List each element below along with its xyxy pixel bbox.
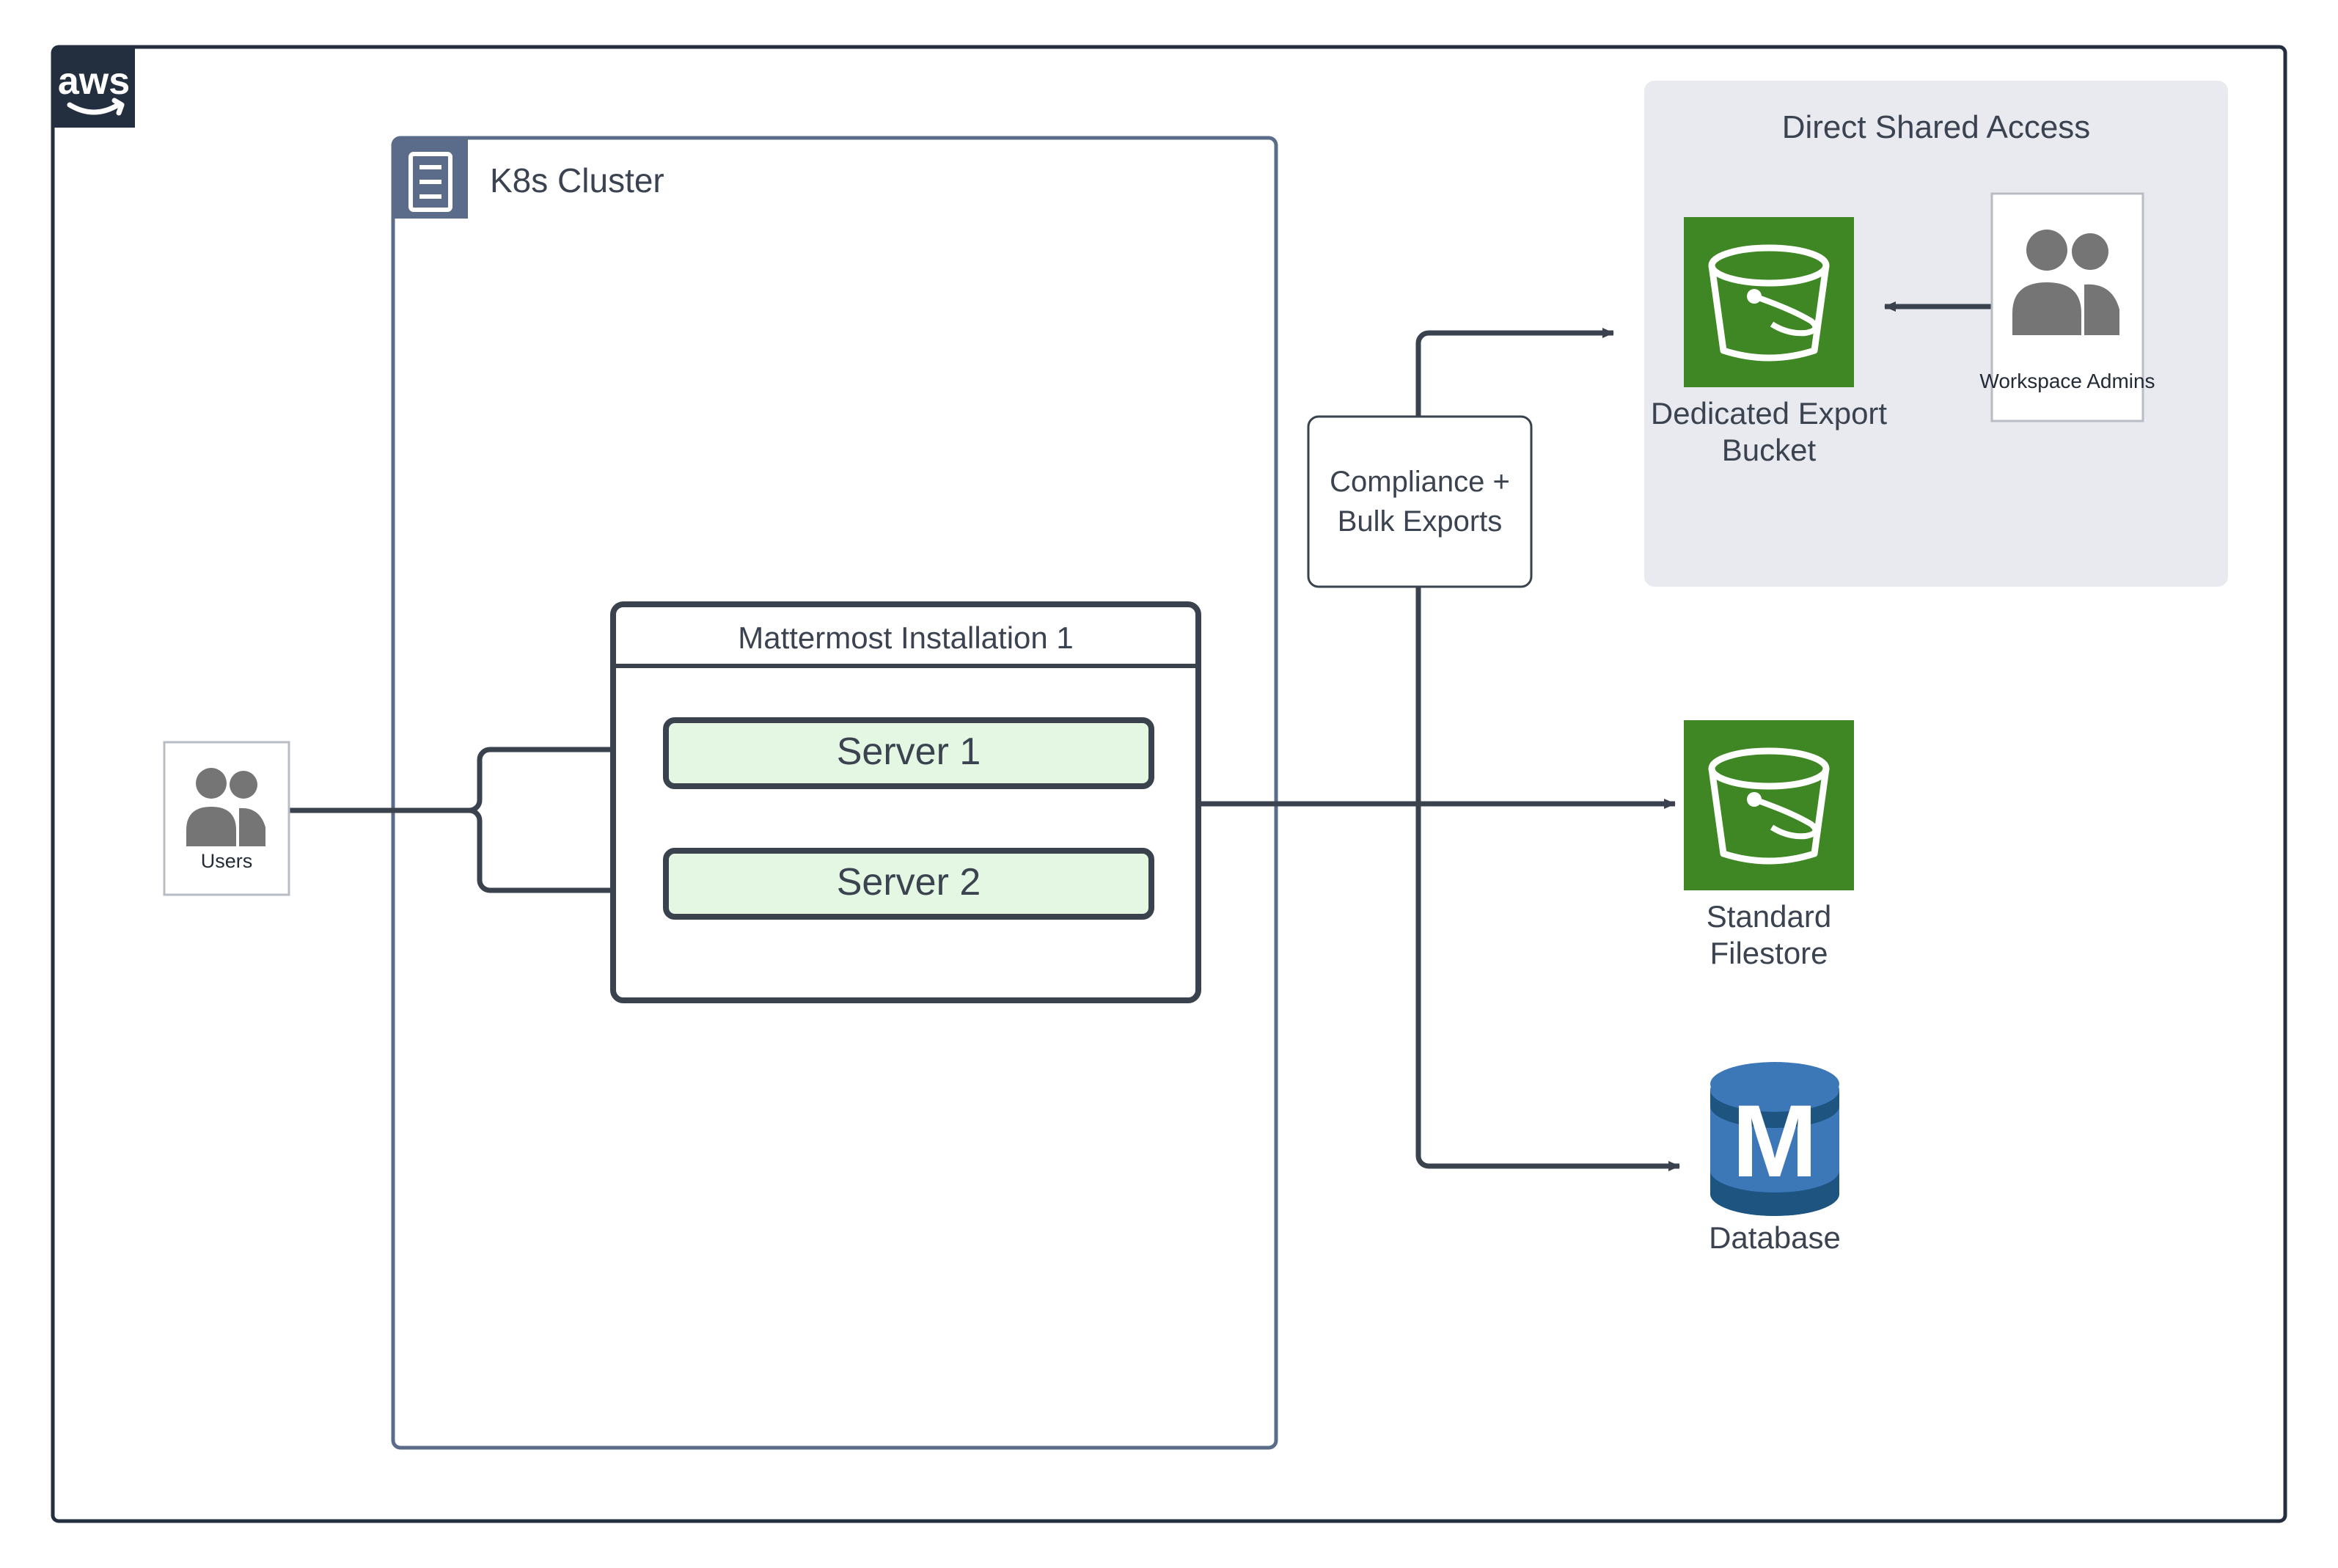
connector-users-to-server2 (469, 807, 652, 895)
database-label: Database (1709, 1220, 1841, 1255)
mattermost-installation: Mattermost Installation 1 Server 1 Serve… (610, 601, 1201, 1003)
connector-compliance-to-database (1415, 587, 1680, 1171)
workspace-admins-node[interactable]: Workspace Admins (1979, 192, 2155, 422)
export-bucket-label-line2: Bucket (1722, 433, 1817, 467)
users-node[interactable]: Users (163, 741, 290, 896)
server-2-node[interactable]: Server 2 (663, 848, 1154, 920)
compliance-label-line2: Bulk Exports (1338, 505, 1503, 538)
s3-bucket-icon (1708, 747, 1830, 865)
database-node[interactable]: M Database (1709, 1062, 1841, 1255)
connector-compliance-to-export-bucket (1415, 328, 1614, 417)
standard-filestore-node[interactable]: Standard Filestore (1684, 720, 1854, 970)
users-group-icon (2012, 230, 2119, 335)
installation-title: Mattermost Installation 1 (738, 620, 1074, 655)
users-label: Users (201, 850, 253, 872)
standard-filestore-label-line1: Standard (1707, 899, 1831, 934)
k8s-cluster-label: K8s Cluster (490, 161, 664, 199)
mattermost-database-icon: M (1710, 1062, 1839, 1216)
server-2-label: Server 2 (837, 861, 981, 904)
workspace-admins-label: Workspace Admins (1979, 370, 2155, 392)
compliance-label-line1: Compliance + (1330, 466, 1510, 498)
standard-filestore-label-line2: Filestore (1709, 936, 1828, 970)
server-1-label: Server 1 (837, 730, 981, 773)
k8s-cluster-header: K8s Cluster (393, 138, 664, 219)
dedicated-export-bucket-node[interactable]: Dedicated Export Bucket (1651, 217, 1888, 467)
aws-wordmark: aws (58, 60, 130, 103)
users-group-icon (186, 768, 265, 846)
compliance-bulk-exports-node[interactable]: Compliance + Bulk Exports (1307, 415, 1533, 588)
export-bucket-label-line1: Dedicated Export (1651, 396, 1888, 431)
s3-bucket-icon (1708, 244, 1830, 362)
database-glyph: M (1732, 1083, 1818, 1198)
aws-logo: aws (53, 47, 135, 128)
server-rack-icon (408, 152, 452, 212)
server-1-node[interactable]: Server 1 (663, 717, 1154, 789)
direct-shared-access-title: Direct Shared Access (1782, 109, 2091, 145)
